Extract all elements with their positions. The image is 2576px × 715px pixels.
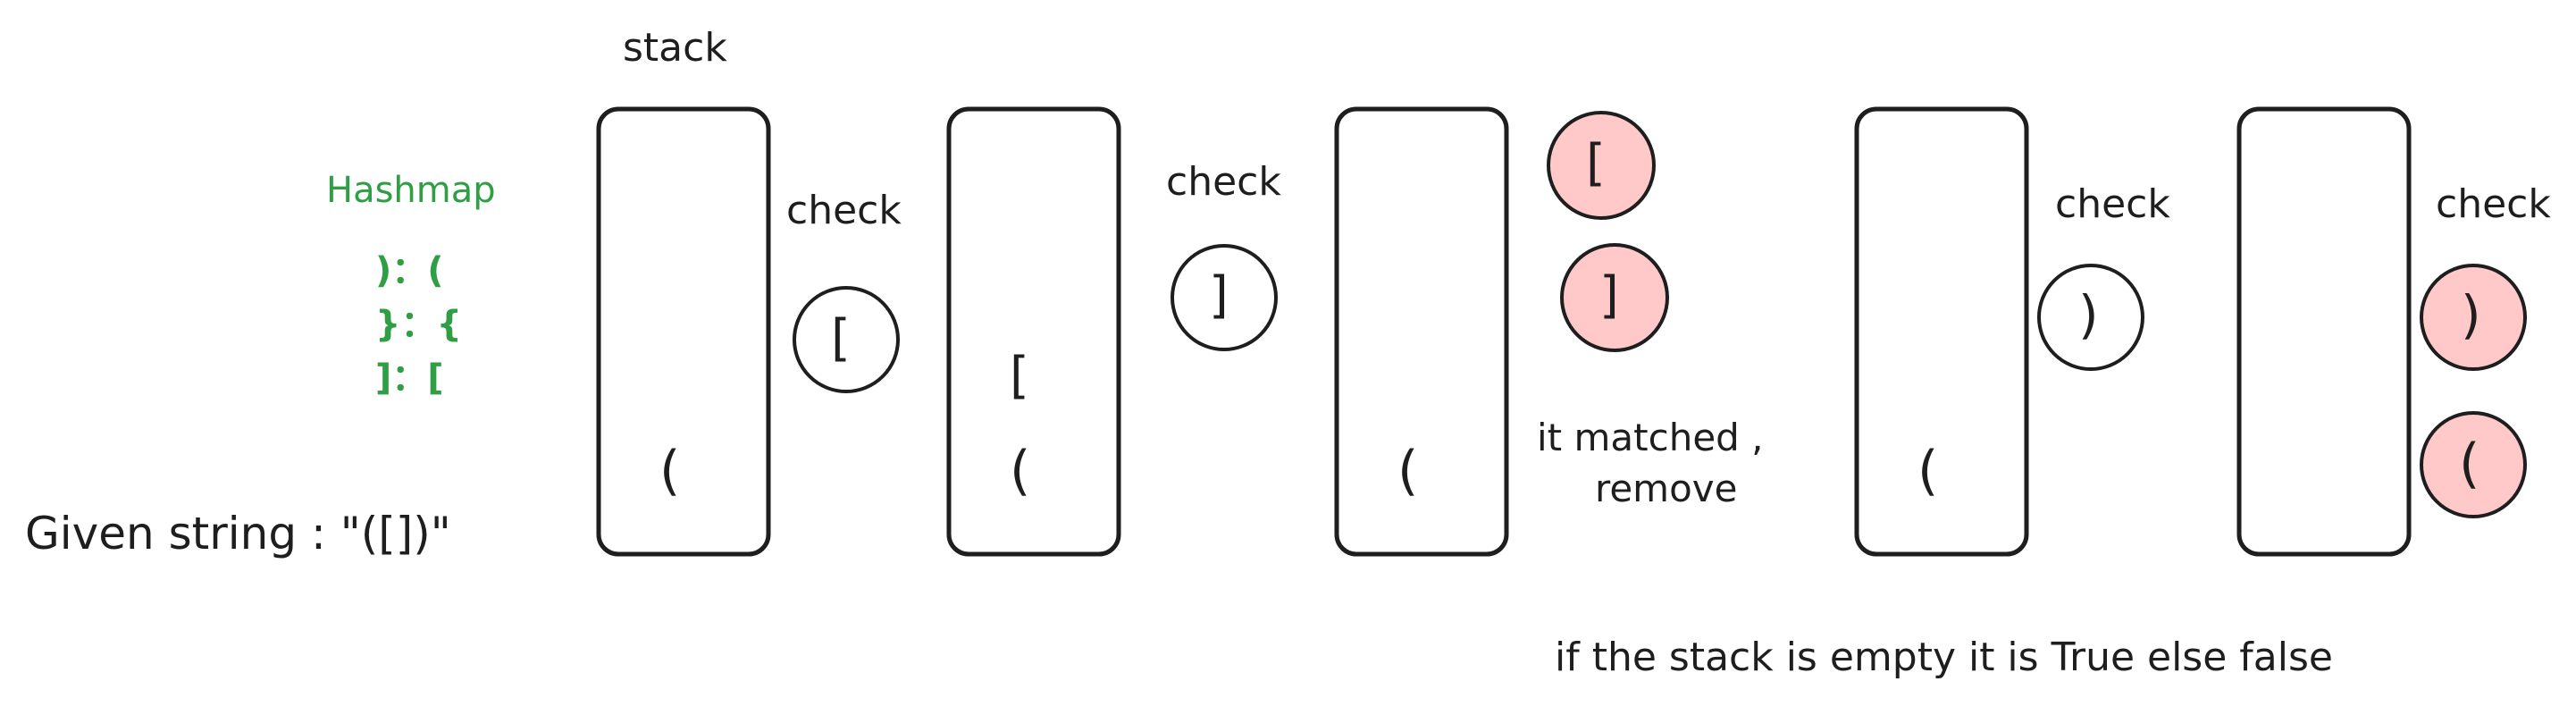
- stack-box-5: [2236, 106, 2412, 557]
- stack-label: stack: [623, 25, 727, 71]
- stack1-item-open-paren: (: [659, 440, 681, 502]
- conclusion-text: if the stack is empty it is True else fa…: [1555, 635, 2333, 680]
- check1-symbol: [: [831, 309, 851, 367]
- hashmap-entry-bracket: ]：[: [375, 358, 444, 399]
- match-close-symbol: ]: [1599, 266, 1619, 324]
- check4-symbol: ): [2078, 284, 2099, 345]
- check-label-2: check: [1166, 159, 1281, 205]
- check-label-1: check: [786, 188, 902, 233]
- matched-note-line2: remove: [1595, 467, 1738, 510]
- hashmap-entry-paren: )：(: [375, 250, 444, 291]
- check5-open-symbol: (: [2459, 433, 2480, 495]
- match-circle-close: [1560, 243, 1669, 352]
- check2-symbol: ]: [1209, 266, 1229, 324]
- stack4-item-open-paren: (: [1917, 440, 1939, 502]
- check-circle-2: [1171, 244, 1278, 351]
- check-circle-5-close: [2420, 264, 2527, 371]
- check-circle-4: [2037, 264, 2144, 371]
- stack-box-4: [1854, 106, 2029, 557]
- stack2-item-open-paren: (: [1010, 440, 1031, 502]
- stack2-item-open-bracket: [: [1010, 347, 1029, 405]
- check-label-4: check: [2055, 181, 2170, 227]
- check-circle-1: [793, 286, 900, 393]
- hashmap-entry-brace: }：{: [375, 304, 462, 345]
- stack-box-3: [1334, 106, 1509, 557]
- given-string-label: Given string : "([])": [25, 508, 451, 559]
- match-open-symbol: [: [1586, 134, 1606, 192]
- check5-close-symbol: ): [2461, 284, 2481, 345]
- matched-note-line1: it matched ,: [1537, 416, 1764, 459]
- match-circle-open: [1547, 111, 1656, 220]
- hashmap-title: Hashmap: [326, 170, 496, 211]
- stack-box-2: [946, 106, 1121, 557]
- stack-box-1: [596, 106, 771, 557]
- check-label-5: check: [2436, 181, 2551, 227]
- check-circle-5-open: [2420, 411, 2527, 518]
- stack3-item-open-paren: (: [1397, 440, 1419, 502]
